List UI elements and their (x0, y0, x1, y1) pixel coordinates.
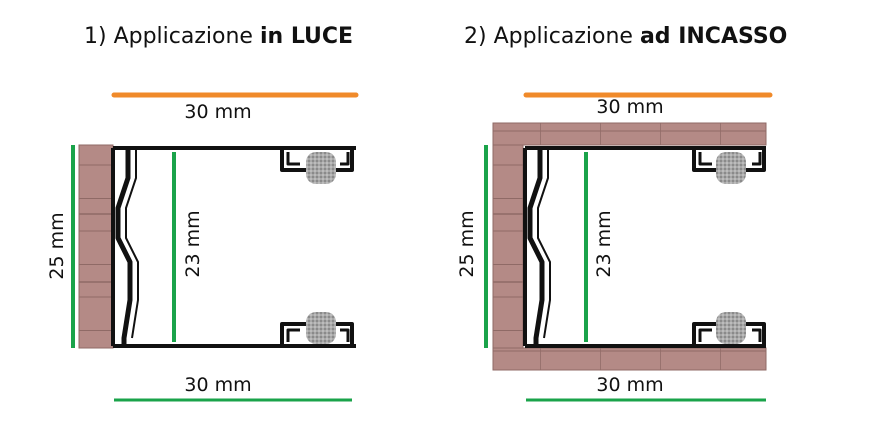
panel-2-inner-height-label: 23 mm (593, 210, 615, 278)
panel-2-top-dimension-label: 30 mm (596, 96, 664, 118)
panel-1-title-prefix: 1) Applicazione (84, 24, 260, 49)
panel-1-title-bold: in LUCE (259, 24, 354, 49)
panel-2-brick-bottom (492, 347, 767, 371)
panel-2-profile (523, 146, 766, 348)
panel-2-brick-top (492, 122, 767, 146)
panel-2-drawing (484, 92, 773, 402)
panel-2-top-brush (716, 152, 746, 184)
panel-1-top-dimension-label: 30 mm (184, 101, 252, 123)
panel-2-title: 2) Applicazione ad INCASSO (464, 24, 787, 49)
panel-2-bottom-brush (716, 312, 746, 344)
panel-2-brick-left (492, 144, 524, 349)
panel-1-bottom-dimension-label: 30 mm (184, 374, 252, 396)
panel-1-inner-height-label: 23 mm (182, 210, 204, 278)
panel-1-drawing (71, 92, 359, 402)
panel-2-outer-height-label: 25 mm (456, 210, 478, 278)
panel-1-outer-height-label: 25 mm (46, 212, 68, 280)
panel-2-bottom-dimension-label: 30 mm (596, 374, 664, 396)
panel-1-top-brush (306, 152, 336, 184)
panel-2-title-bold: ad INCASSO (639, 24, 788, 49)
panel-1-title: 1) Applicazione in LUCE (84, 24, 353, 49)
panel-2-title-prefix: 2) Applicazione (464, 24, 640, 49)
panel-1-bottom-brush (306, 312, 336, 344)
panel-1-brick-wall (78, 144, 114, 349)
